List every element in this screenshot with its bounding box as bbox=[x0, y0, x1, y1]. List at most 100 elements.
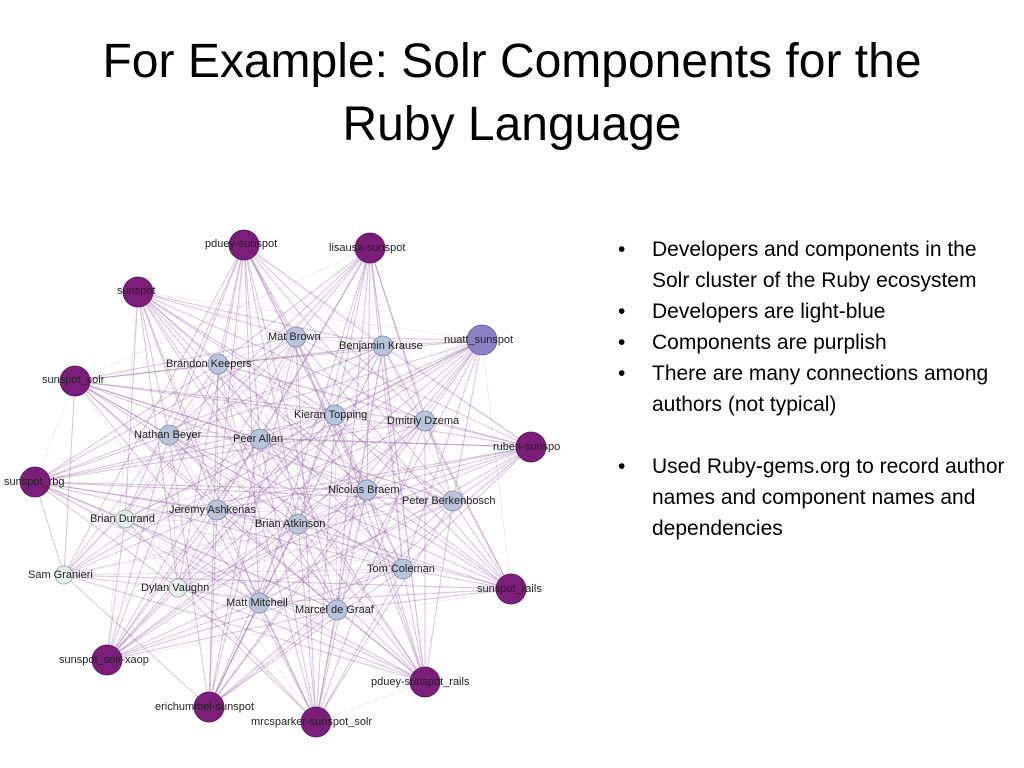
graph-edge bbox=[297, 523, 404, 570]
component-label: pduey-sunspot_rails bbox=[371, 676, 470, 688]
component-label: erichummel-sunspot bbox=[155, 701, 254, 713]
graph-edge bbox=[217, 363, 260, 604]
graph-edge bbox=[217, 363, 454, 502]
graph-edge bbox=[208, 363, 219, 708]
graph-edge bbox=[34, 481, 454, 502]
graph-edge bbox=[34, 438, 261, 483]
graph-edge bbox=[208, 336, 297, 708]
graph-edge bbox=[295, 336, 512, 590]
graph-edge bbox=[217, 363, 532, 448]
graph-edge bbox=[63, 247, 371, 576]
graph-edge bbox=[137, 291, 338, 611]
graph-edge bbox=[137, 291, 404, 570]
graph-edge bbox=[217, 363, 426, 422]
graph-edge bbox=[137, 291, 426, 422]
graph-edge bbox=[177, 500, 454, 589]
graph-edge bbox=[258, 523, 299, 604]
graph-edge bbox=[315, 568, 404, 723]
graph-edge bbox=[259, 438, 368, 491]
graph-edge bbox=[216, 509, 299, 525]
graph-edge bbox=[168, 434, 338, 611]
graph-edge bbox=[369, 247, 384, 347]
graph-edge bbox=[258, 500, 454, 604]
graph-edge bbox=[297, 247, 371, 525]
graph-edge bbox=[168, 336, 297, 436]
graph-edge bbox=[259, 420, 426, 440]
graph-edge bbox=[137, 291, 368, 491]
graph-edge bbox=[208, 446, 532, 708]
graph-edge bbox=[258, 336, 297, 604]
graph-edge bbox=[63, 336, 297, 576]
graph-edge bbox=[74, 380, 426, 422]
graph-edge bbox=[259, 336, 297, 440]
graph-edge bbox=[295, 247, 371, 338]
graph-edge bbox=[297, 523, 426, 683]
graph-edge bbox=[208, 244, 245, 708]
graph-edge bbox=[258, 438, 261, 604]
graph-edge bbox=[424, 420, 512, 590]
developer-node bbox=[442, 490, 464, 512]
component-label: sunspot_solr-xaop bbox=[59, 654, 149, 666]
graph-edge bbox=[259, 438, 404, 570]
graph-edge bbox=[106, 509, 218, 661]
component-node bbox=[354, 232, 386, 264]
graph-edge bbox=[74, 247, 371, 382]
graph-edge bbox=[168, 244, 245, 436]
component-node bbox=[495, 573, 527, 605]
graph-edge bbox=[137, 291, 179, 589]
graph-edge bbox=[106, 568, 404, 661]
component-label: sunspot bbox=[117, 285, 156, 297]
graph-edge bbox=[369, 247, 454, 502]
graph-edge bbox=[34, 481, 179, 589]
developer-label: Brian Atkinson bbox=[255, 518, 325, 530]
graph-edge bbox=[124, 518, 404, 570]
component-label: sunspot_rails bbox=[477, 583, 542, 595]
bullet-item: Components are purplish bbox=[618, 327, 1008, 358]
graph-edge bbox=[124, 414, 336, 520]
component-node bbox=[300, 706, 332, 738]
graph-edge bbox=[106, 420, 426, 661]
graph-edge bbox=[177, 489, 368, 589]
graph-edge bbox=[177, 587, 426, 683]
graph-edge bbox=[258, 489, 368, 604]
graph-edge bbox=[382, 345, 532, 448]
graph-edge bbox=[63, 420, 426, 576]
graph-edge bbox=[243, 244, 297, 338]
component-node bbox=[409, 666, 441, 698]
developer-label: Nathan Beyer bbox=[134, 429, 202, 441]
graph-edge bbox=[106, 438, 261, 661]
developer-node bbox=[287, 513, 309, 535]
graph-edge bbox=[452, 500, 512, 590]
graph-edge bbox=[34, 336, 297, 483]
graph-edge bbox=[243, 244, 384, 347]
graph-edge bbox=[74, 380, 404, 570]
developer-label: Benjamin Krause bbox=[339, 340, 423, 352]
graph-edge bbox=[106, 363, 219, 661]
graph-edge bbox=[34, 414, 336, 483]
graph-edge bbox=[295, 336, 384, 347]
graph-edge bbox=[216, 345, 384, 511]
graph-edge bbox=[216, 509, 512, 590]
component-label: nuatt_sunspot bbox=[444, 334, 513, 346]
graph-edge bbox=[168, 345, 384, 436]
graph-edge bbox=[402, 339, 483, 570]
graph-edge bbox=[369, 247, 426, 422]
graph-edge bbox=[177, 587, 317, 723]
graph-edge bbox=[63, 568, 404, 576]
graph-edge bbox=[216, 247, 371, 511]
graph-edge bbox=[34, 481, 426, 683]
developer-node bbox=[356, 479, 378, 501]
graph-edge bbox=[452, 339, 483, 502]
graph-edge bbox=[297, 339, 483, 525]
graph-edge bbox=[366, 489, 454, 502]
developer-label: Brandon Keepers bbox=[166, 358, 252, 370]
graph-edge bbox=[369, 247, 426, 683]
graph-edge bbox=[177, 336, 297, 589]
graph-edge bbox=[168, 434, 179, 589]
graph-edge bbox=[168, 434, 404, 570]
graph-edge bbox=[217, 363, 404, 570]
graph-edge bbox=[34, 481, 126, 520]
graph-edge bbox=[63, 339, 483, 576]
graph-edge bbox=[208, 609, 338, 708]
